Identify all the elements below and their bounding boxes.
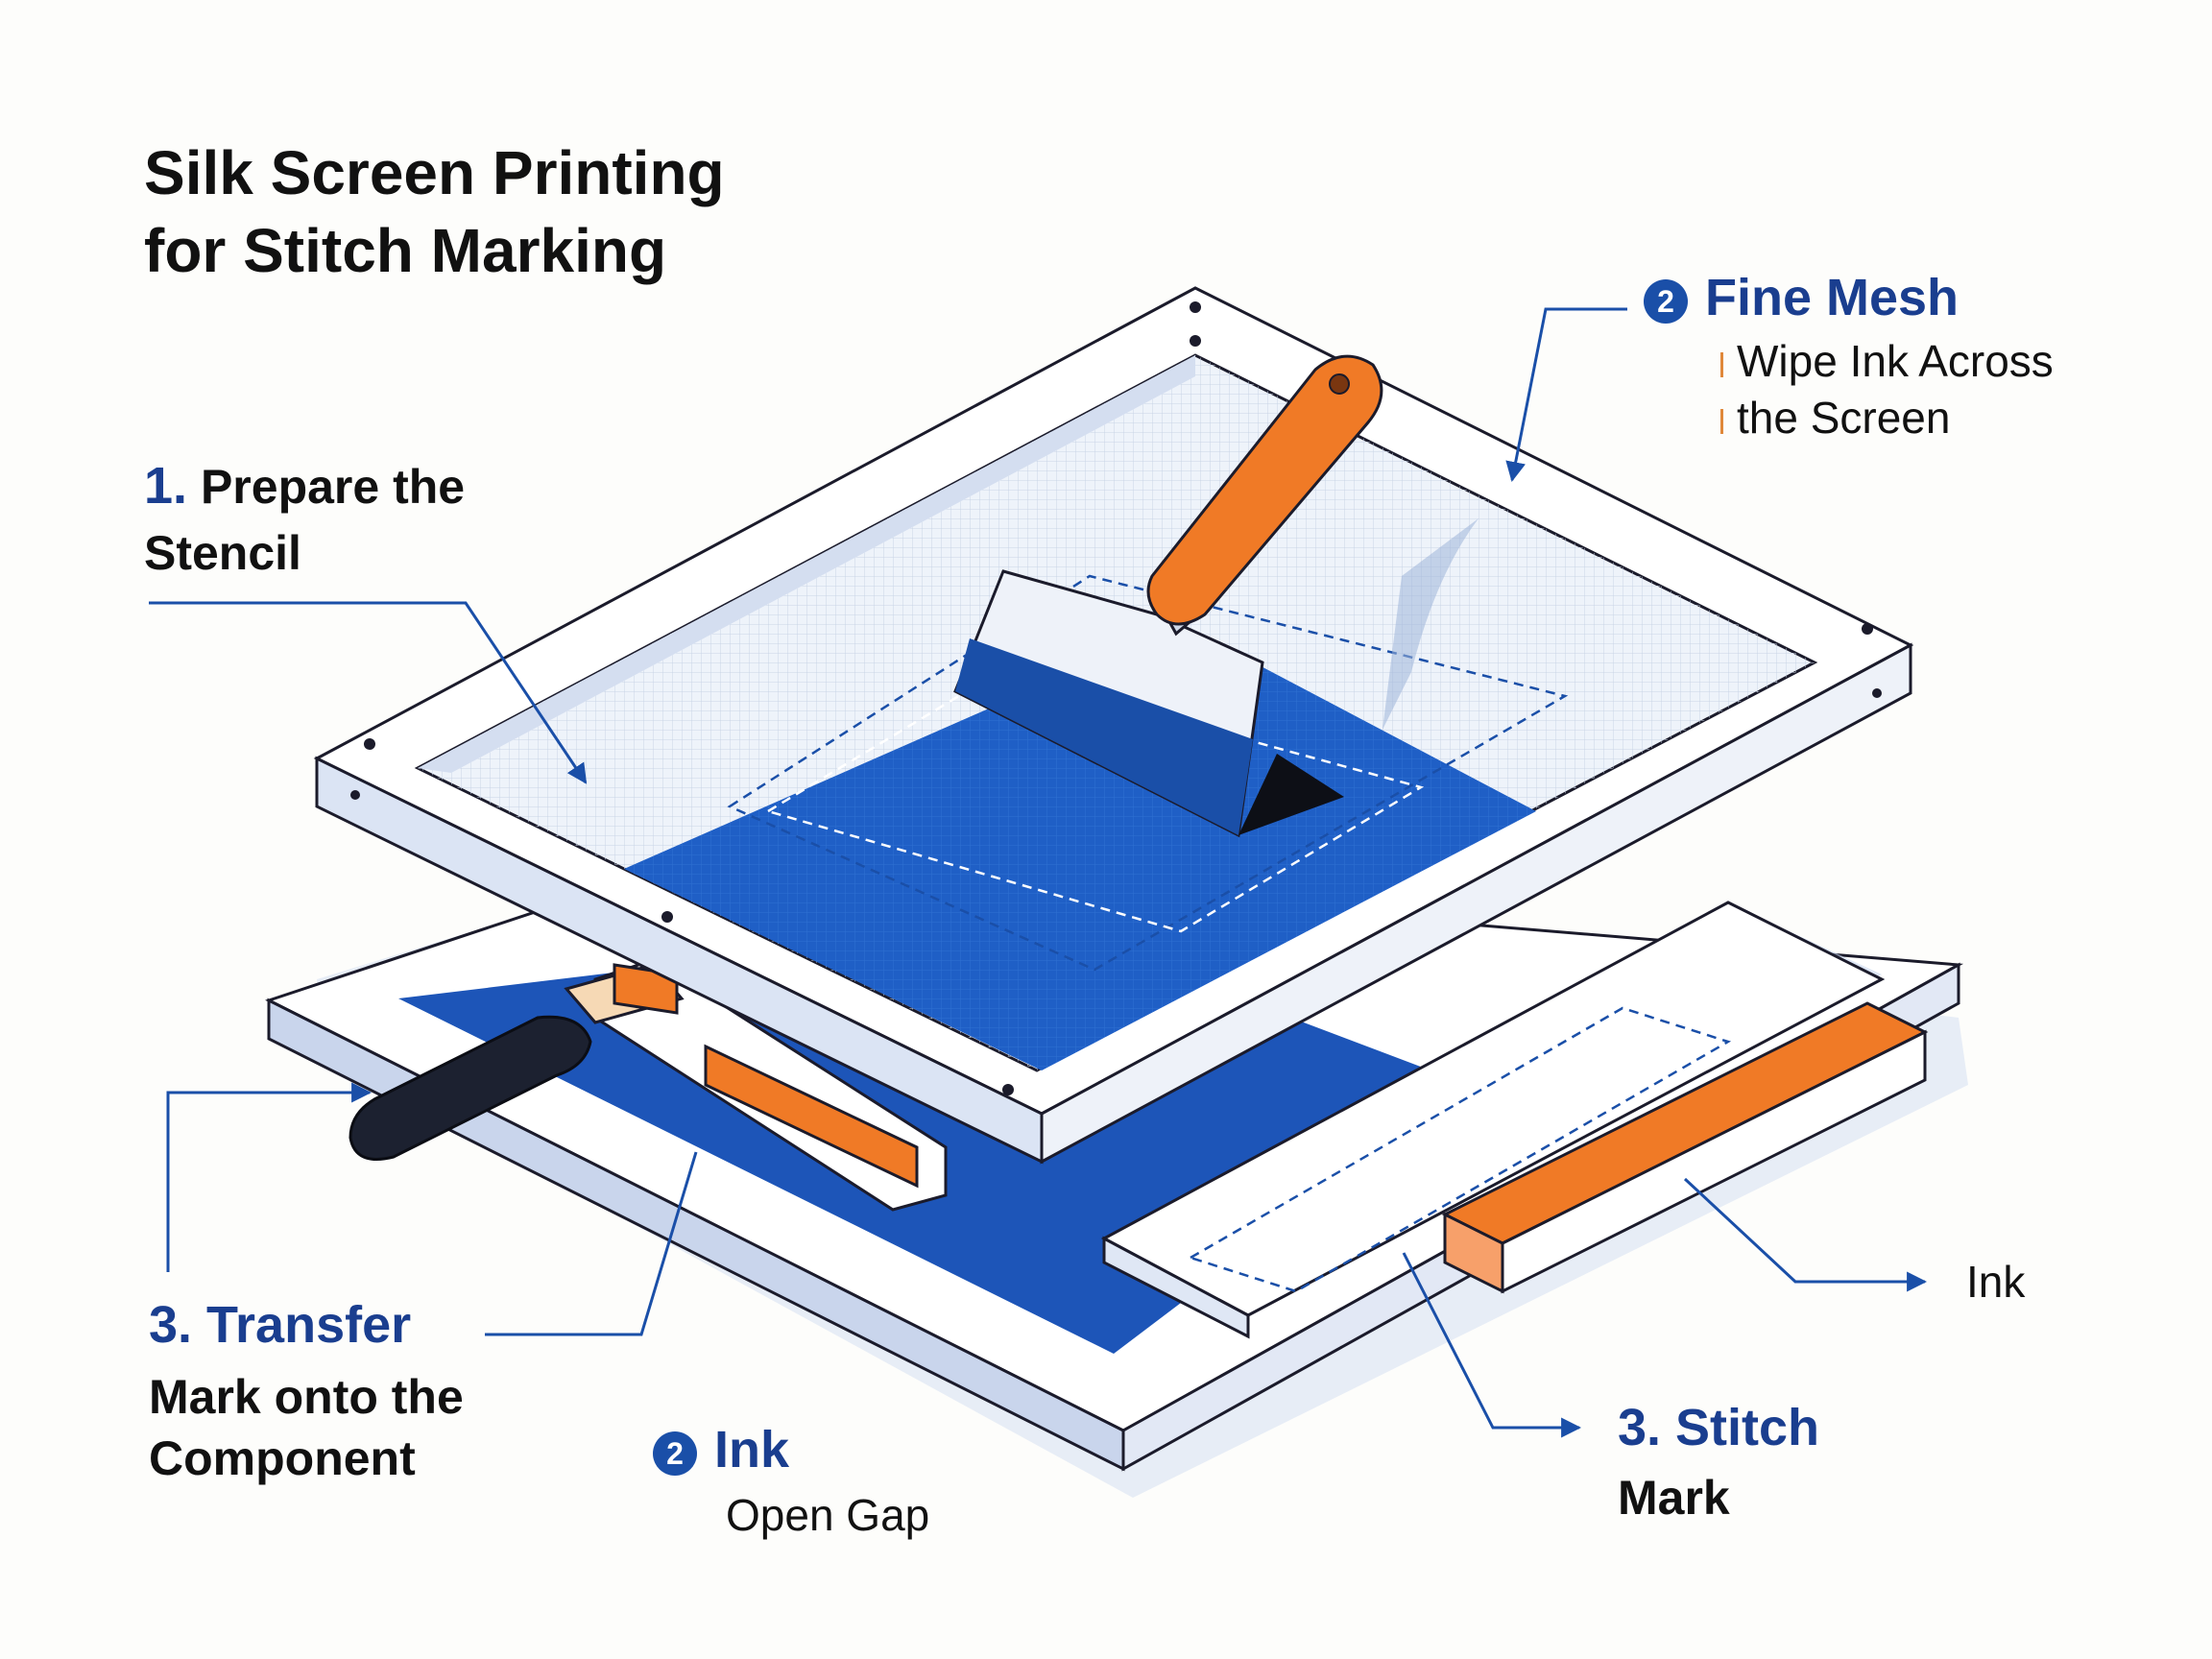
label-transfer: 3. Transfer Mark onto the Component [149,1294,464,1487]
arrow-fine-mesh [1505,307,1627,483]
fine-mesh-line-2: the Screen [1737,392,1951,443]
squeegee [953,354,1479,838]
fine-mesh-heading: Fine Mesh [1705,269,1960,326]
black-handle-tool [349,958,948,1212]
stitch-heading: 3. Stitch [1618,1399,1820,1456]
prepare-line-1: Prepare the [200,460,466,514]
label-prepare-stencil: 1. Prepare the Stencil [144,451,465,586]
label-stitch-mark: 3. Stitch Mark [1618,1397,1819,1527]
page-title: Silk Screen Printing for Stitch Marking [144,134,725,291]
leader-lines [149,307,1928,1438]
tick-mark [1720,351,1723,377]
stitch-line-2: Mark [1618,1470,1730,1525]
title-line-2: for Stitch Marking [144,216,667,286]
label-fine-mesh: 2 Fine Mesh Wipe Ink Across the Screen [1644,267,2054,445]
ink-gap-badge: 2 [653,1431,697,1476]
tick-mark [1720,408,1723,434]
fine-mesh-badge: 2 [1644,278,1688,324]
orange-ink-block [1441,1001,1929,1294]
label-ink-gap: 2 Ink Open Gap [653,1419,929,1542]
arrow-ink-gap [485,1151,698,1336]
arrow-ink-right [1683,1177,1928,1292]
prepare-step-number: 1. [144,457,188,515]
transfer-line-1: Mark onto the [149,1369,464,1424]
ink-gap-sub: Open Gap [726,1489,930,1540]
title-line-1: Silk Screen Printing [144,138,725,207]
prepare-line-2: Stencil [144,525,301,580]
arrow-stitch [1402,1252,1582,1438]
transfer-heading: 3. Transfer [149,1296,412,1354]
label-ink-right: Ink [1966,1257,2026,1307]
arrow-prepare [149,601,588,784]
transfer-line-2: Component [149,1431,416,1485]
arrow-transfer [166,1082,373,1272]
ink-gap-heading: Ink [714,1421,790,1479]
component-plate [1100,901,1886,1339]
fine-mesh-line-1: Wipe Ink Across [1737,335,2054,386]
